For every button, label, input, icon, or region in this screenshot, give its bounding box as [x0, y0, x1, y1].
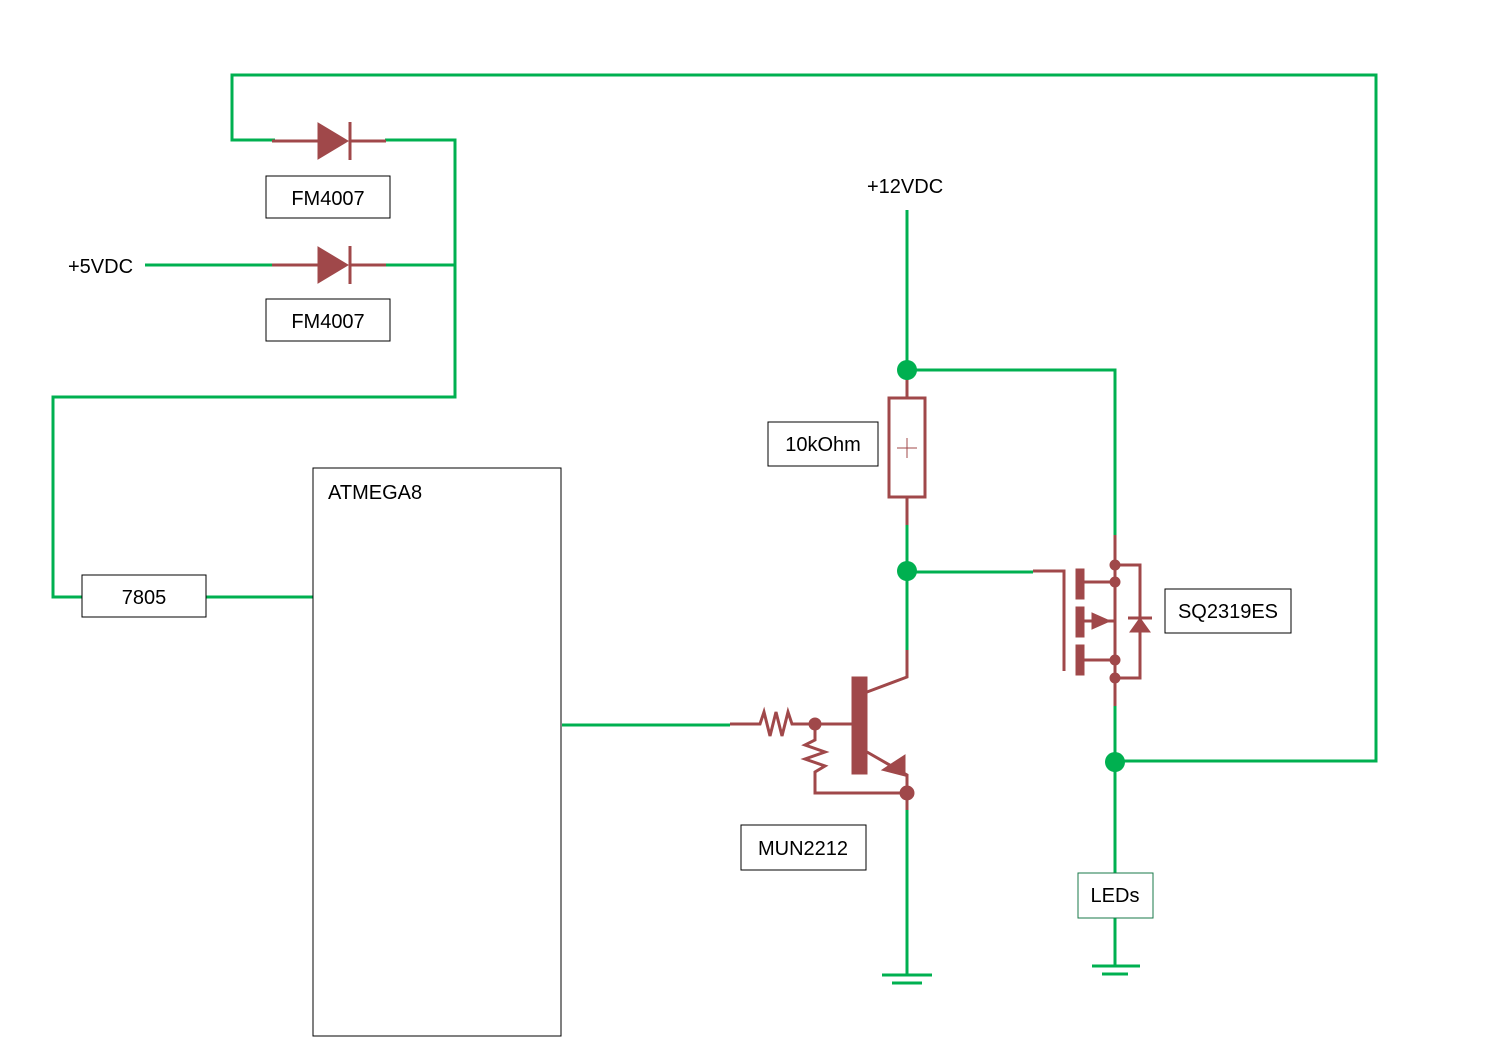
junction-led — [1105, 752, 1125, 772]
junction-12v — [897, 360, 917, 380]
label-load: LEDs — [1077, 872, 1154, 919]
label-regulator: 7805 — [81, 574, 207, 618]
label-transistor-text: MUN2212 — [758, 838, 848, 860]
label-resistor: 10kOhm — [767, 421, 879, 467]
ground-symbol-transistor — [882, 973, 932, 985]
label-mosfet: SQ2319ES — [1164, 588, 1292, 634]
diode-bottom-symbol — [272, 246, 386, 284]
ground-symbol-leds — [1092, 964, 1140, 976]
wires — [51, 73, 1378, 975]
label-transistor: MUN2212 — [740, 824, 867, 871]
label-load-text: LEDs — [1091, 885, 1140, 907]
label-diode-bottom: FM4007 — [265, 298, 391, 342]
label-mosfet-text: SQ2319ES — [1178, 601, 1278, 623]
label-diode-top: FM4007 — [265, 175, 391, 219]
wire-diode-top-out — [51, 138, 457, 599]
mosfet-symbol — [1033, 535, 1152, 706]
resistor-symbol — [887, 380, 927, 525]
microcontroller-box: ATMEGA8 — [312, 467, 562, 1037]
wire-feedback-loop — [230, 73, 1378, 763]
junction-gate — [897, 561, 917, 581]
label-diode-bottom-text: FM4007 — [291, 311, 364, 333]
junctions — [897, 360, 1125, 772]
label-microcontroller: ATMEGA8 — [328, 482, 422, 504]
transistor-symbol — [730, 650, 915, 810]
label-supply-12v: +12VDC — [867, 176, 943, 198]
label-regulator-text: 7805 — [122, 587, 167, 609]
label-diode-top-text: FM4007 — [291, 188, 364, 210]
wire-12v-to-mosfet — [907, 368, 1117, 535]
label-supply-5v: +5VDC — [68, 256, 133, 278]
label-resistor-text: 10kOhm — [785, 434, 861, 456]
diode-top-symbol — [272, 122, 386, 160]
